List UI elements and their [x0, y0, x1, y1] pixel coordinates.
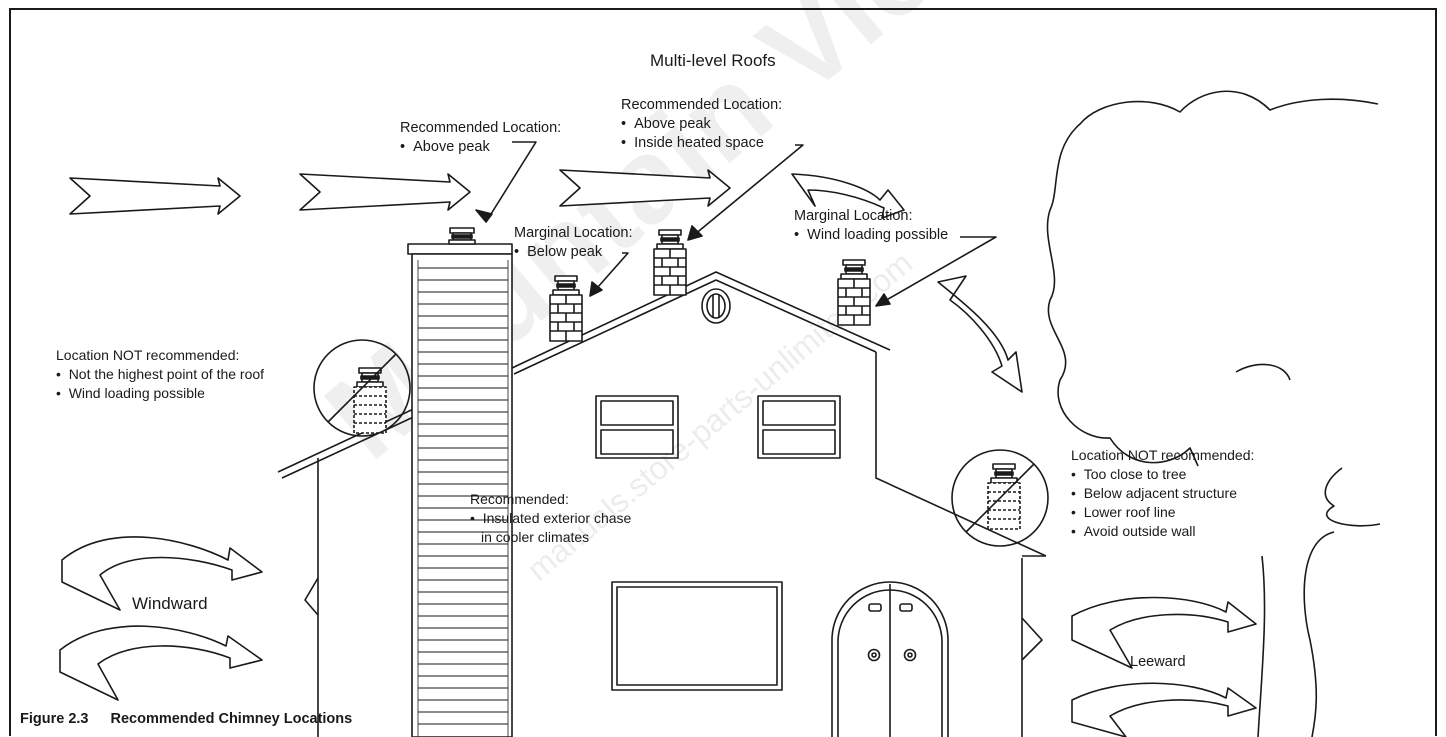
label-item: Below peak [514, 243, 633, 262]
label-top-center: Recommended Location: Above peak Inside … [621, 96, 782, 153]
wind-arrow-2 [299, 173, 471, 211]
label-item: Insulated exterior chase [470, 509, 632, 528]
label-top-left: Recommended Location: Above peak [400, 119, 561, 157]
label-leeward: Leeward [1130, 654, 1186, 670]
label-item: Wind loading possible [56, 384, 264, 403]
windward-arrow-1 [61, 536, 263, 611]
label-heading: Recommended: [470, 491, 569, 507]
chimney-wind-loading [837, 259, 871, 326]
label-windward: Windward [132, 594, 208, 613]
left-low-roof [277, 405, 421, 473]
label-item: Avoid outside wall [1071, 522, 1254, 541]
label-heading: Recommended Location: [400, 120, 562, 136]
not-recommended-circle-left [313, 339, 411, 437]
label-heading: Marginal Location: [794, 208, 913, 224]
label-not-recommended-left: Location NOT recommended: Not the highes… [56, 346, 264, 403]
caption-text: Recommended Chimney Locations [110, 711, 353, 727]
leader-top-center [687, 144, 804, 241]
wind-arrow-4 [791, 173, 905, 219]
wind-curl-arrow [937, 275, 1023, 393]
label-heading: Marginal Location: [514, 225, 633, 241]
window-right [757, 395, 841, 459]
lower-right-roof-wall [875, 352, 1047, 557]
not-recommended-circle-right [951, 449, 1049, 547]
label-marginal-left: Marginal Location: Below peak [514, 224, 633, 262]
window-left [595, 395, 679, 459]
chimney-below-peak [549, 275, 583, 342]
chimney-not-recommended-right [987, 463, 1021, 530]
figure-caption: Figure 2.3 Recommended Chimney Locations [20, 711, 352, 727]
wind-arrow-3 [559, 169, 731, 207]
chimney-above-peak [653, 229, 687, 296]
front-door [831, 581, 949, 737]
tree-canopy [1046, 90, 1379, 467]
tree-trunk [1303, 531, 1335, 737]
label-item: in cooler climates [481, 529, 590, 545]
label-not-recommended-right: Location NOT recommended: Too close to t… [1071, 446, 1254, 541]
label-item: Too close to tree [1071, 465, 1254, 484]
label-item: Below adjacent structure [1071, 484, 1254, 503]
label-item: Lower roof line [1071, 503, 1254, 522]
caption-number: Figure 2.3 [20, 711, 89, 727]
label-item: Wind loading possible [794, 226, 948, 245]
label-item: Above peak [621, 115, 782, 134]
windward-arrow-2 [59, 625, 263, 701]
picture-window [611, 581, 783, 691]
figure-frame [9, 8, 1437, 736]
label-item: Above peak [400, 138, 561, 157]
label-heading: Recommended Location: [621, 97, 783, 113]
page-title: Multi-level Roofs [650, 51, 776, 70]
label-heading: Location NOT recommended: [56, 347, 240, 363]
label-heading: Location NOT recommended: [1071, 447, 1255, 463]
chase-cap [407, 243, 513, 255]
gable-vent [701, 288, 731, 324]
leeward-arrow-1 [1071, 596, 1257, 669]
leeward-arrow-2 [1071, 682, 1257, 737]
label-marginal-right: Marginal Location: Wind loading possible [794, 207, 948, 245]
label-chase: Recommended: Insulated exterior chase in… [470, 490, 631, 547]
wind-arrow-1 [69, 177, 241, 215]
leader-marginal-right [875, 236, 997, 307]
label-item: Inside heated space [621, 134, 782, 153]
chimney-not-recommended-left [353, 367, 387, 434]
label-item: Not the highest point of the roof [56, 365, 264, 384]
